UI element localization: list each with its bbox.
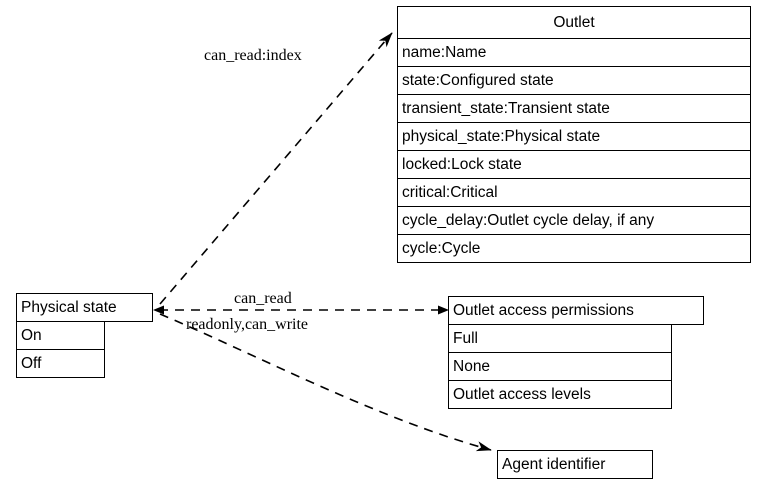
node-outlet-row: cycle:Cycle bbox=[397, 234, 751, 263]
edge-label-can-read: can_read bbox=[234, 290, 292, 307]
node-outlet-access-permissions-row: Outlet access levels bbox=[448, 380, 672, 409]
node-outlet-title: Outlet bbox=[397, 6, 751, 39]
node-outlet-access-permissions-row: None bbox=[448, 352, 672, 381]
node-outlet-row: cycle_delay:Outlet cycle delay, if any bbox=[397, 206, 751, 235]
node-outlet-row: state:Configured state bbox=[397, 66, 751, 95]
node-physical-state-row: Off bbox=[16, 349, 105, 378]
edge-readonly-can-write bbox=[159, 313, 492, 452]
node-agent-identifier-title: Agent identifier bbox=[497, 450, 653, 479]
edge-can-read bbox=[153, 305, 449, 315]
edge-label-readonly-can-write: readonly,can_write bbox=[186, 316, 309, 333]
node-outlet-row: transient_state:Transient state bbox=[397, 94, 751, 123]
node-outlet-row: critical:Critical bbox=[397, 178, 751, 207]
node-outlet-access-permissions-title: Outlet access permissions bbox=[448, 296, 704, 325]
node-outlet-row: name:Name bbox=[397, 38, 751, 67]
node-outlet-row: physical_state:Physical state bbox=[397, 122, 751, 151]
node-physical-state-title: Physical state bbox=[16, 293, 153, 322]
node-physical-state-row: On bbox=[16, 321, 105, 350]
edge-label-can-read-index: can_read:index bbox=[204, 47, 302, 64]
node-outlet-access-permissions-row: Full bbox=[448, 324, 672, 353]
edge-can-read-index bbox=[159, 32, 393, 305]
node-outlet-row: locked:Lock state bbox=[397, 150, 751, 179]
